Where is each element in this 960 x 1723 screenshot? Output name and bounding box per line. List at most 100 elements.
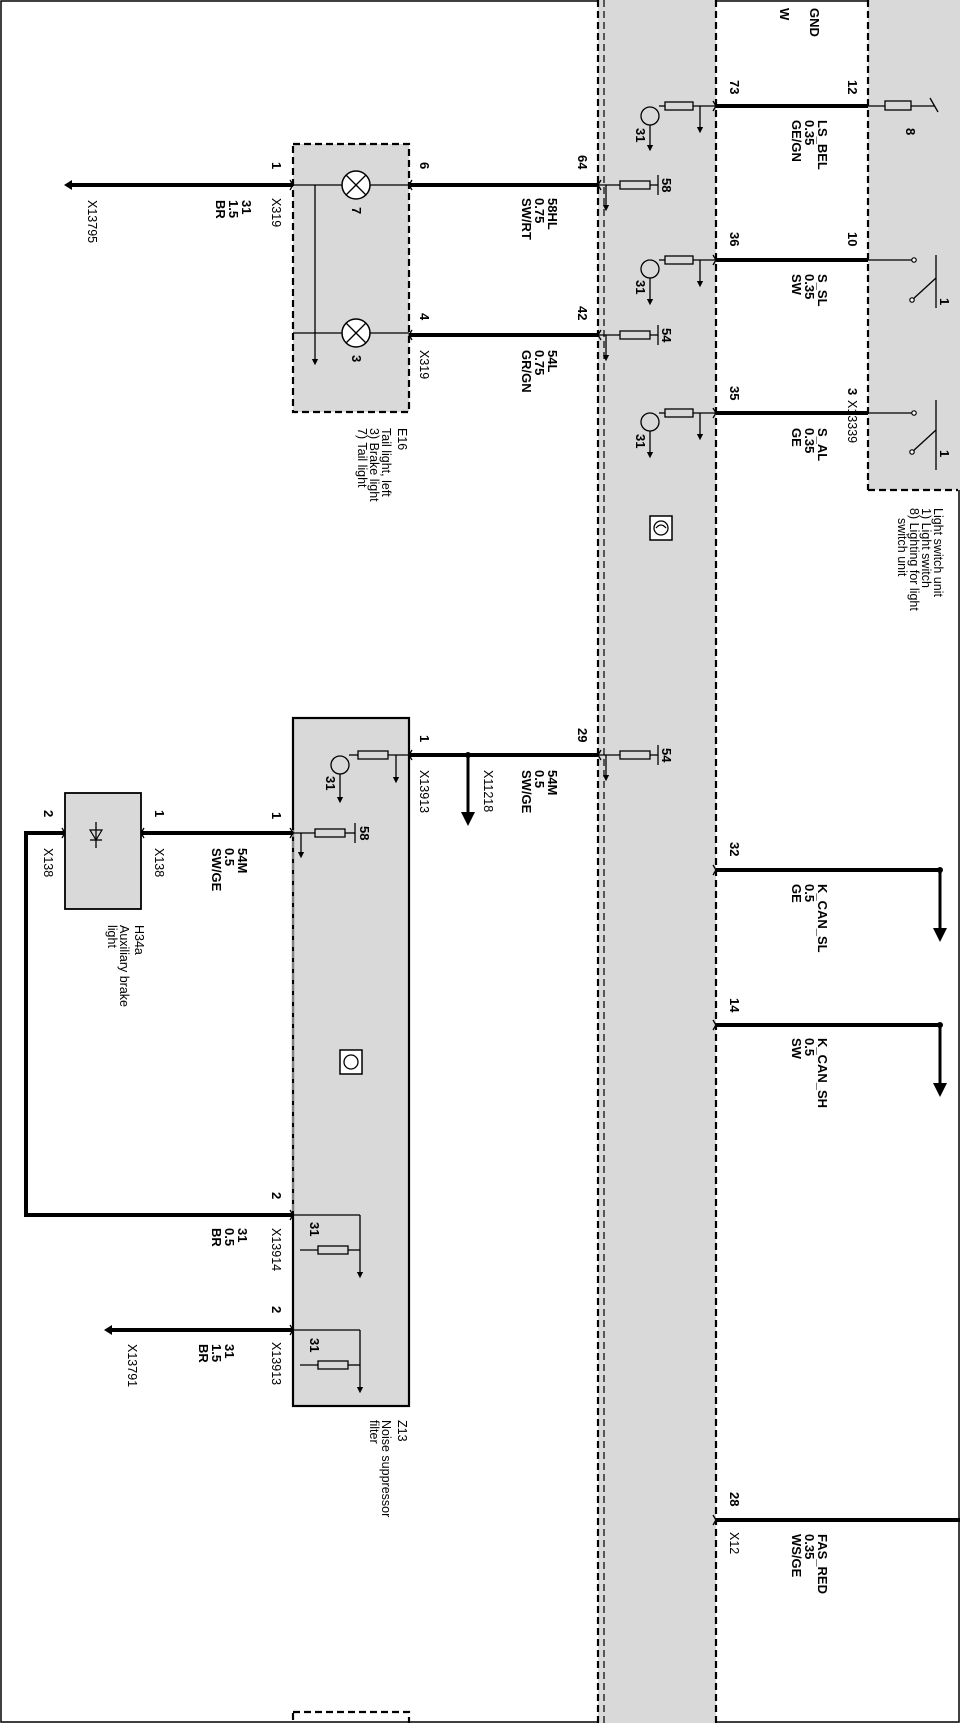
central-output-54-b: 54 bbox=[598, 745, 674, 782]
svg-text:FAS_RED: FAS_RED bbox=[815, 1534, 830, 1594]
wire-54m-left: 54M 0.5 SW/GE bbox=[141, 831, 293, 892]
svg-text:X11218: X11218 bbox=[481, 770, 495, 812]
svg-text:14: 14 bbox=[727, 998, 742, 1013]
ls-item-8: 8) Lighting for light bbox=[907, 508, 921, 611]
lamp-3-icon bbox=[341, 318, 371, 348]
ls-item-1: 1) Light switch bbox=[919, 508, 933, 588]
light-switch-body bbox=[868, 0, 960, 490]
svg-text:31: 31 bbox=[307, 1338, 322, 1352]
svg-text:1: 1 bbox=[937, 298, 952, 305]
light-switch-header-gnd: GND bbox=[807, 8, 822, 37]
svg-text:X13795: X13795 bbox=[85, 200, 99, 243]
svg-text:1: 1 bbox=[269, 812, 284, 819]
svg-text:X138: X138 bbox=[41, 848, 55, 877]
central-output-54-a: 54 bbox=[598, 325, 674, 362]
central-module bbox=[596, 0, 718, 1723]
svg-text:X13913: X13913 bbox=[417, 770, 431, 813]
wire-fas-red: 28 X12 FAS_RED 0.35 WS/GE bbox=[716, 1492, 960, 1594]
svg-text:SW/GE: SW/GE bbox=[519, 770, 534, 814]
svg-text:29: 29 bbox=[575, 728, 590, 742]
svg-text:31: 31 bbox=[633, 128, 648, 142]
z13-circuit-top: 31 bbox=[323, 750, 409, 804]
svg-text:1.5: 1.5 bbox=[209, 1344, 224, 1362]
svg-text:0.35: 0.35 bbox=[802, 274, 817, 299]
svg-text:36: 36 bbox=[727, 232, 742, 246]
svg-text:X138: X138 bbox=[152, 848, 166, 877]
wire-31-ground-top: X13795 31 1.5 BR bbox=[64, 180, 293, 243]
svg-text:Z13: Z13 bbox=[395, 1420, 409, 1442]
z13-icon bbox=[339, 1049, 363, 1075]
svg-text:H34a: H34a bbox=[132, 925, 146, 955]
svg-text:7) Tail light: 7) Tail light bbox=[355, 428, 369, 488]
z13-circuit-31-c: 31 bbox=[293, 1329, 364, 1394]
light-switch-unit: GND W 8 1 1 12 10 3 X133 bbox=[777, 0, 960, 611]
svg-text:31: 31 bbox=[239, 200, 254, 214]
connector-ticks bbox=[61, 100, 717, 1526]
z13-circuit-58: 58 bbox=[293, 823, 372, 859]
svg-text:SW/RT: SW/RT bbox=[519, 198, 534, 240]
svg-text:LS_BEL: LS_BEL bbox=[815, 120, 830, 170]
wire-31-ground-bottom: X13791 31 1.5 BR bbox=[104, 1325, 293, 1387]
svg-text:3: 3 bbox=[349, 355, 364, 362]
wire-s-sl: 36 S_SL 0.35 SW bbox=[716, 232, 868, 307]
ls-item-8-cont: switch unit bbox=[895, 518, 909, 577]
noise-suppressor-z13: 31 58 31 31 1 bbox=[269, 716, 432, 1517]
svg-text:SW/GE: SW/GE bbox=[209, 848, 224, 892]
svg-text:0.35: 0.35 bbox=[802, 120, 817, 145]
svg-text:31: 31 bbox=[633, 280, 648, 294]
svg-text:54M: 54M bbox=[235, 848, 250, 873]
svg-text:GE/GN: GE/GN bbox=[789, 120, 804, 162]
wire-ls-bel: 73 LS_BEL 0.35 GE/GN bbox=[716, 80, 868, 170]
svg-text:BR: BR bbox=[196, 1344, 211, 1363]
svg-text:0.5: 0.5 bbox=[532, 770, 547, 788]
central-input-circuit-2: 31 bbox=[633, 255, 716, 306]
svg-text:Noise suppressor: Noise suppressor bbox=[379, 1420, 393, 1517]
svg-text:31: 31 bbox=[235, 1228, 250, 1242]
svg-text:E16: E16 bbox=[395, 428, 409, 450]
svg-text:K_CAN_SL: K_CAN_SL bbox=[815, 884, 830, 953]
wire-31-mid: 31 0.5 BR bbox=[24, 831, 293, 1247]
svg-text:73: 73 bbox=[727, 80, 742, 94]
svg-text:0.75: 0.75 bbox=[532, 350, 547, 375]
svg-text:0.5: 0.5 bbox=[802, 884, 817, 902]
svg-text:GE: GE bbox=[789, 428, 804, 447]
svg-text:3) Brake light: 3) Brake light bbox=[367, 428, 381, 502]
z13-bottom-dashed bbox=[291, 1710, 411, 1723]
wire-54m-top: 29 54M 0.5 SW/GE X11218 bbox=[409, 728, 598, 826]
central-module-body bbox=[598, 0, 716, 1723]
svg-text:58: 58 bbox=[357, 826, 372, 840]
led-icon bbox=[88, 822, 104, 848]
svg-text:31: 31 bbox=[307, 1222, 322, 1236]
svg-text:Auxiliary brake: Auxiliary brake bbox=[117, 925, 131, 1007]
svg-text:0.75: 0.75 bbox=[532, 198, 547, 223]
svg-text:X319: X319 bbox=[269, 198, 283, 227]
svg-text:K_CAN_SH: K_CAN_SH bbox=[815, 1038, 830, 1108]
svg-text:SW: SW bbox=[789, 1038, 804, 1060]
svg-text:58HL: 58HL bbox=[545, 198, 560, 230]
ls-title: Light switch unit bbox=[931, 508, 945, 597]
ls-pin-12: 12 bbox=[845, 80, 860, 94]
svg-text:S_SL: S_SL bbox=[815, 274, 830, 307]
central-output-58: 58 bbox=[598, 175, 674, 212]
svg-text:0.35: 0.35 bbox=[802, 1534, 817, 1559]
svg-text:2: 2 bbox=[269, 1192, 284, 1199]
svg-text:X13914: X13914 bbox=[269, 1228, 283, 1271]
svg-text:2: 2 bbox=[269, 1306, 284, 1313]
switch-lighting-8: 8 bbox=[868, 97, 939, 135]
wire-s-al: 35 S_AL 0.35 GE bbox=[716, 386, 868, 461]
svg-text:58: 58 bbox=[659, 178, 674, 192]
wire-k-can-sl: 32 K_CAN_SL 0.5 GE bbox=[716, 842, 947, 953]
svg-text:X13913: X13913 bbox=[269, 1342, 283, 1385]
svg-text:X12: X12 bbox=[727, 1532, 741, 1554]
svg-text:6: 6 bbox=[417, 162, 432, 169]
svg-text:4: 4 bbox=[417, 313, 432, 321]
svg-text:2: 2 bbox=[41, 810, 56, 817]
wire-58hl: 64 58HL 0.75 SW/RT bbox=[409, 155, 598, 240]
svg-text:GR/GN: GR/GN bbox=[519, 350, 534, 393]
h34a-body bbox=[64, 792, 142, 910]
svg-text:0.5: 0.5 bbox=[222, 1228, 237, 1246]
switch-light-1b: 1 bbox=[868, 400, 952, 470]
svg-text:42: 42 bbox=[575, 306, 590, 320]
